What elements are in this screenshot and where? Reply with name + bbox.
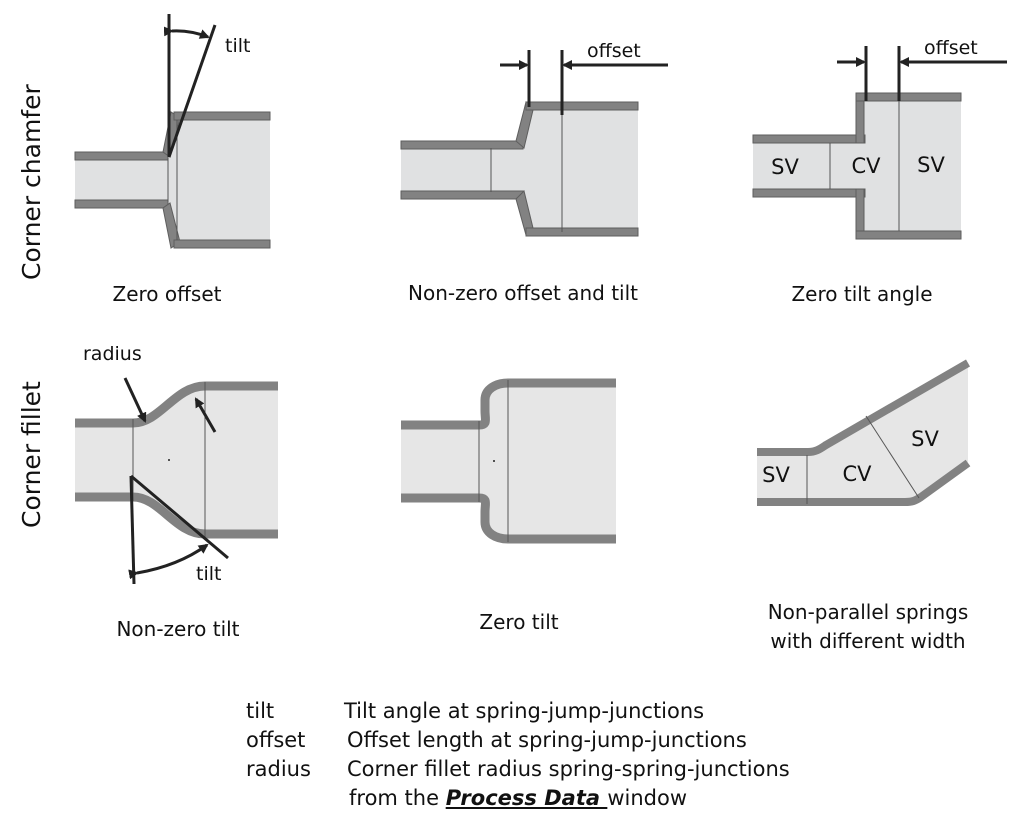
legend-footer-suffix: window bbox=[607, 786, 688, 810]
legend-term: offset bbox=[246, 728, 306, 752]
panel-fillet-nonzero-tilt: radius tilt Non-zero tilt bbox=[75, 343, 278, 641]
volume-cv: CV bbox=[851, 154, 881, 178]
volume-sv-right: SV bbox=[917, 153, 945, 177]
legend-footer-prefix: from the bbox=[349, 786, 446, 810]
panel-chamfer-zero-tilt: offset SV CV SV Zero tilt angle bbox=[752, 37, 1007, 306]
legend-term: radius bbox=[246, 757, 311, 781]
offset-label: offset bbox=[924, 37, 978, 59]
caption-nonparallel-line2: with different width bbox=[770, 629, 965, 653]
row-label-corner-fillet: Corner fillet bbox=[17, 381, 46, 528]
legend-term: tilt bbox=[246, 699, 275, 723]
caption-zero-tilt-angle: Zero tilt angle bbox=[791, 282, 932, 306]
volume-sv-left: SV bbox=[771, 155, 799, 179]
caption-nonparallel-line1: Non-parallel springs bbox=[768, 600, 969, 624]
legend-desc: Offset length at spring-jump-junctions bbox=[347, 728, 747, 752]
row-label-corner-chamfer: Corner chamfer bbox=[17, 84, 46, 280]
caption-zero-tilt: Zero tilt bbox=[479, 610, 558, 634]
volume-sv-left: SV bbox=[762, 463, 790, 487]
legend-desc: Corner fillet radius spring-spring-junct… bbox=[347, 757, 790, 781]
caption-nonzero-offset-tilt: Non-zero offset and tilt bbox=[408, 281, 638, 305]
legend-footer: from the Process Data window bbox=[246, 784, 790, 813]
radius-label: radius bbox=[83, 343, 142, 365]
legend-row-offset: offset Offset length at spring-jump-junc… bbox=[246, 726, 790, 755]
legend: tilt Tilt angle at spring-jump-junctions… bbox=[246, 697, 790, 813]
caption-zero-offset: Zero offset bbox=[113, 282, 222, 306]
volume-cv: CV bbox=[842, 462, 872, 486]
caption-nonzero-tilt: Non-zero tilt bbox=[116, 617, 239, 641]
legend-desc: Tilt angle at spring-jump-junctions bbox=[344, 699, 705, 723]
legend-row-radius: radius Corner fillet radius spring-sprin… bbox=[246, 755, 790, 784]
panel-fillet-nonparallel: SV CV SV Non-parallel springs with diffe… bbox=[757, 359, 971, 653]
legend-row-tilt: tilt Tilt angle at spring-jump-junctions bbox=[246, 697, 790, 726]
volume-sv-right: SV bbox=[911, 427, 939, 451]
tilt-label: tilt bbox=[196, 563, 221, 585]
tilt-label: tilt bbox=[225, 35, 250, 57]
panel-chamfer-nonzero-offset-tilt: offset Non-zero offset and tilt bbox=[400, 40, 668, 305]
process-data-link[interactable]: Process Data bbox=[445, 786, 608, 810]
panel-chamfer-zero-offset: tilt Zero offset bbox=[74, 14, 271, 306]
offset-label: offset bbox=[587, 40, 641, 62]
panel-fillet-zero-tilt: Zero tilt bbox=[401, 378, 616, 634]
